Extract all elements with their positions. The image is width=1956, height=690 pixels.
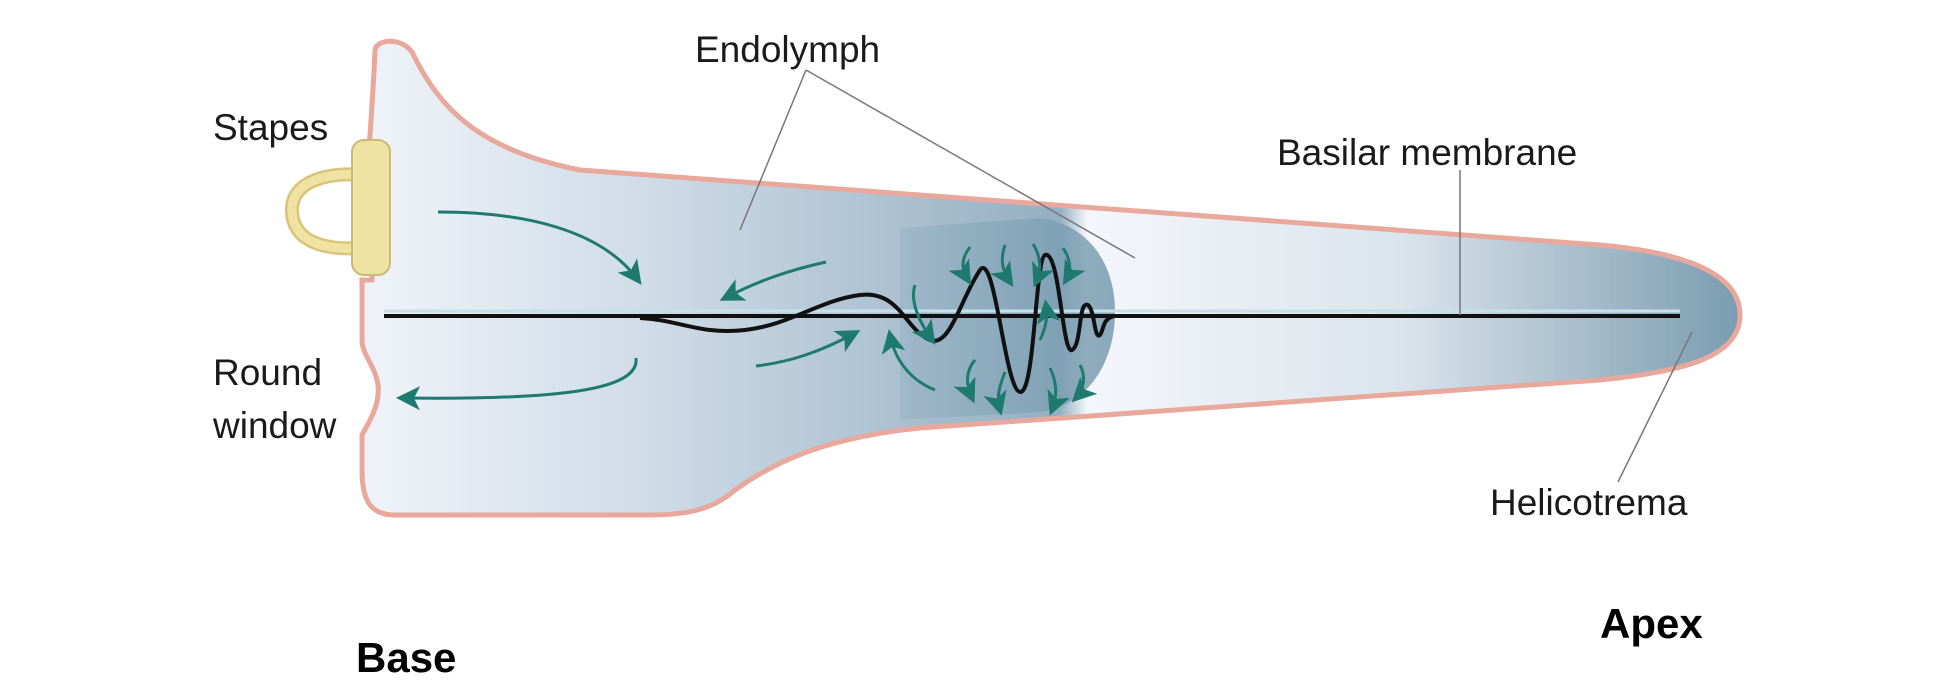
label-round-window-1: Round <box>213 352 322 393</box>
label-base: Base <box>356 634 456 681</box>
label-endolymph: Endolymph <box>695 29 880 70</box>
stapes-loop-inner <box>287 169 363 253</box>
label-stapes: Stapes <box>213 107 328 148</box>
label-basilar-membrane: Basilar membrane <box>1277 132 1577 173</box>
label-round-window-2: window <box>212 405 337 446</box>
label-apex: Apex <box>1600 600 1703 647</box>
leader-lines <box>739 69 1693 483</box>
flow-arrows <box>396 210 1098 416</box>
stapes-footplate <box>351 139 391 276</box>
label-helicotrema: Helicotrema <box>1490 482 1688 523</box>
traveling-wave <box>639 253 1116 395</box>
